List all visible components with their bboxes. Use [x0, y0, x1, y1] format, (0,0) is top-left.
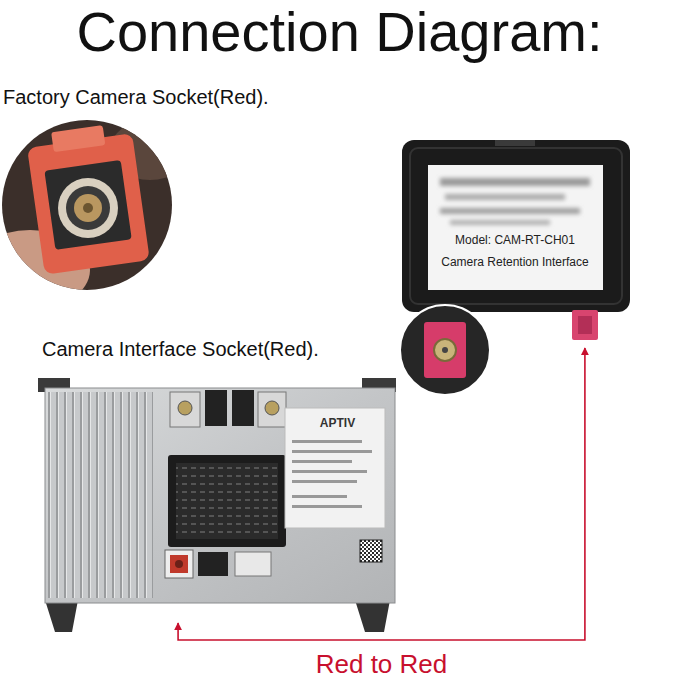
interface-module — [400, 140, 630, 395]
connection-arrow — [178, 348, 585, 640]
node-text: APTIV — [290, 417, 385, 431]
diagram-title: Connection Diagram: — [76, 0, 602, 64]
node-text: Model: CAM-RT-CH01 — [428, 234, 602, 248]
component-node: Camera Retention Interface Model: CAM-RT-… — [400, 138, 632, 345]
component-node: Factory Camera Socket(Red). — [2, 120, 172, 290]
connection-label: Red to Red — [313, 650, 451, 680]
node-heading: Factory Camera Socket(Red). — [3, 86, 269, 109]
head-unit — [38, 378, 396, 632]
camera-socket-photo — [0, 118, 190, 310]
component-node: Camera Interface Socket(Red).APTIV — [35, 375, 400, 620]
node-heading: Camera Interface Socket(Red). — [42, 338, 319, 361]
node-heading: Camera Retention Interface — [428, 256, 602, 270]
